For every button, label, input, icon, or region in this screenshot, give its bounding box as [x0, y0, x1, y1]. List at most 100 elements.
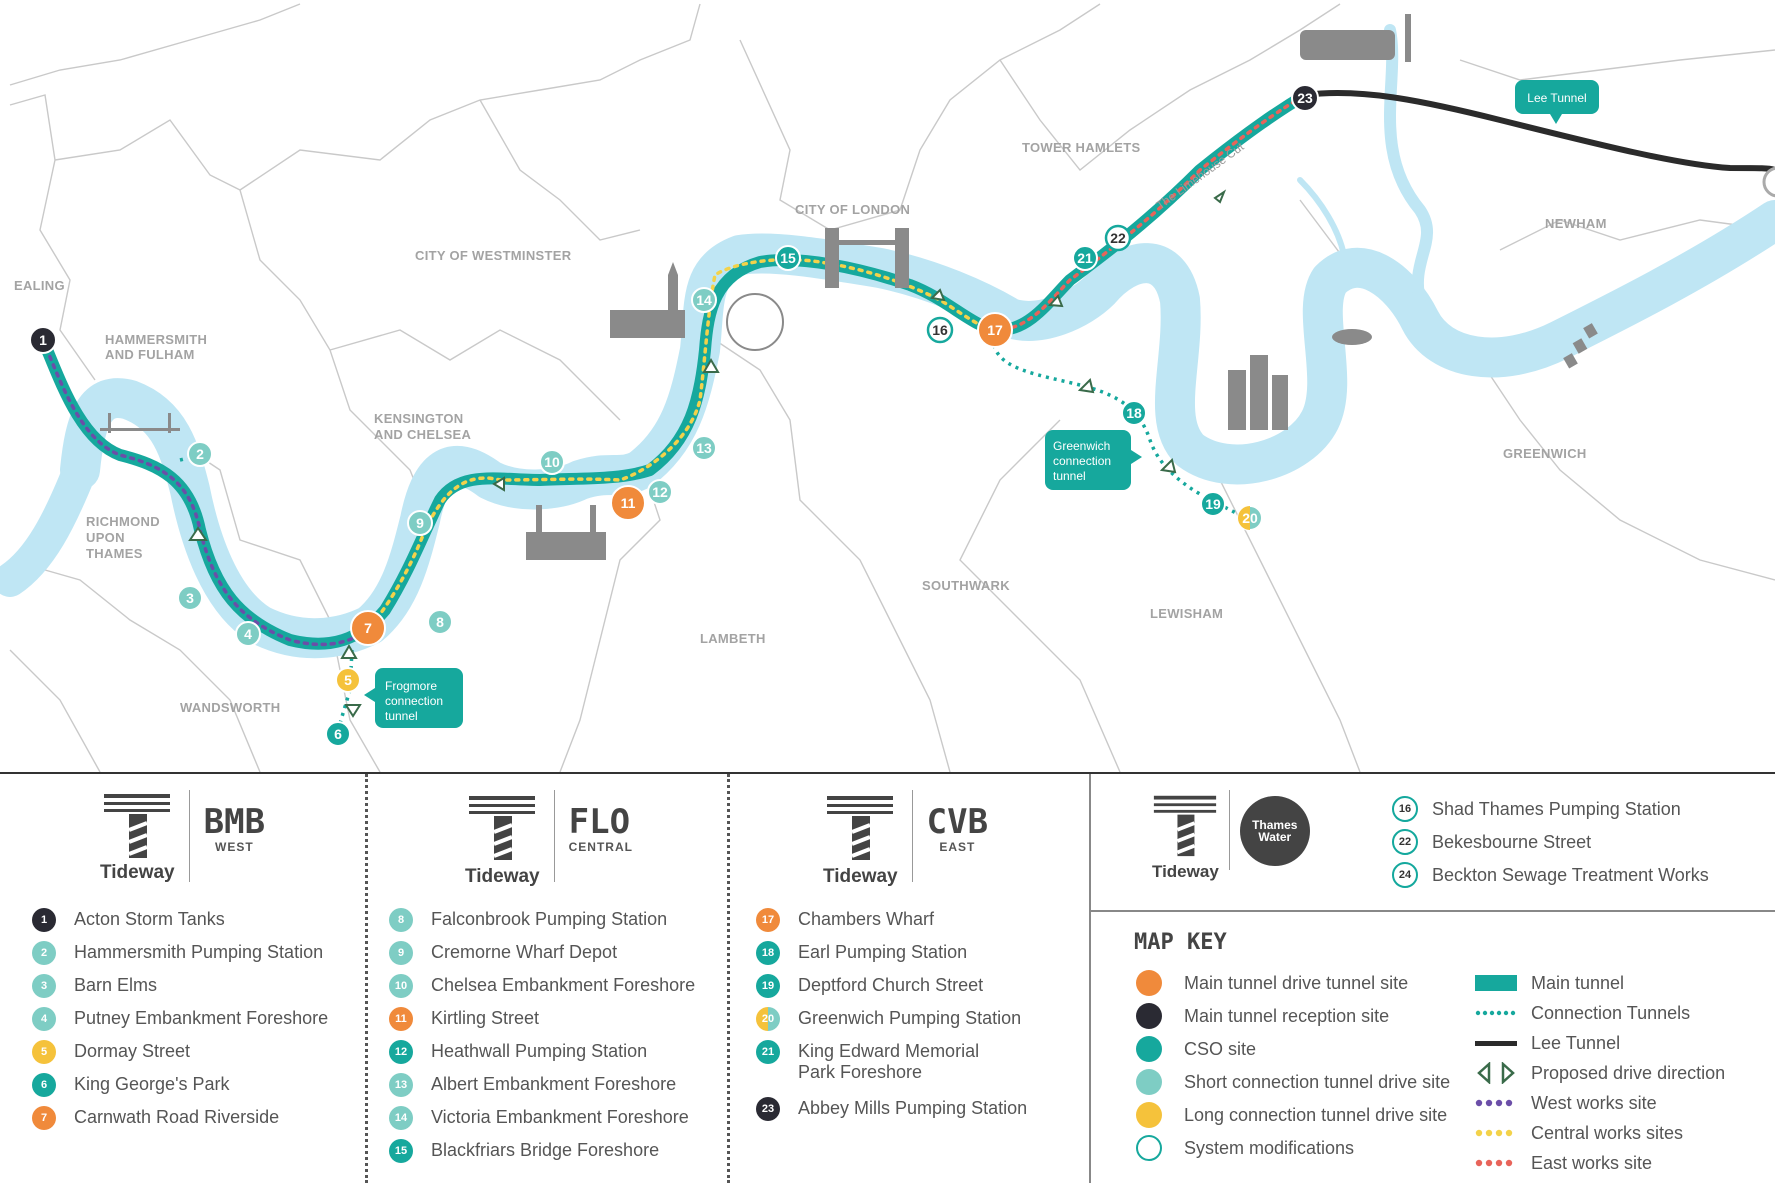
- key-short-symbol-icon: [1128, 1069, 1170, 1095]
- site-marker-circle: [350, 610, 386, 646]
- site-marker-21[interactable]: 21: [1072, 245, 1098, 271]
- london-eye-icon: [726, 293, 784, 351]
- map-key-label: Main tunnel drive tunnel site: [1184, 972, 1409, 993]
- site-marker-circle: [647, 479, 673, 505]
- site-marker-14[interactable]: 14: [691, 287, 717, 313]
- site-marker-15[interactable]: 15: [775, 245, 801, 271]
- site-name: King George's Park: [74, 1074, 230, 1094]
- map-key-item: East works site: [1475, 1150, 1652, 1176]
- site-marker-22[interactable]: 22: [1104, 224, 1132, 252]
- site-marker-half: [1238, 506, 1250, 530]
- site-marker-18[interactable]: 18: [1121, 400, 1147, 426]
- borough-label: HAMMERSMITH: [105, 332, 207, 347]
- site-marker-7[interactable]: 7: [350, 610, 386, 646]
- drive-direction-arrows: [188, 189, 1227, 718]
- site-number-badge: 22: [1392, 829, 1418, 855]
- site-name: Bekesbourne Street: [1432, 831, 1592, 852]
- site-name: Albert Embankment Foreshore: [431, 1074, 677, 1094]
- site-marker-12[interactable]: 12: [647, 479, 673, 505]
- site-marker-5[interactable]: 5: [335, 667, 361, 693]
- site-number-badge: 16: [1392, 796, 1418, 822]
- site-marker-circle: [926, 316, 954, 344]
- map-key-label: East works site: [1531, 1152, 1653, 1173]
- site-marker-11[interactable]: 11: [610, 485, 646, 521]
- tideway-logo-icon: [469, 796, 536, 860]
- site-marker-20[interactable]: 20: [1237, 505, 1263, 531]
- site-name: King Edward Memorial Park Foreshore: [798, 1041, 980, 1082]
- site-name: Chambers Wharf: [798, 909, 935, 929]
- site-marker-number: 5: [344, 672, 352, 688]
- site-name: Abbey Mills Pumping Station: [798, 1098, 1028, 1118]
- borough-label: THAMES: [86, 546, 143, 561]
- map-key-label: System modifications: [1184, 1137, 1355, 1158]
- site-marker-number: 20: [1242, 510, 1258, 526]
- map-key-label: West works site: [1531, 1092, 1657, 1113]
- site-marker-3[interactable]: 3: [177, 585, 203, 611]
- site-number-badge: 3: [32, 974, 56, 998]
- site-marker-4[interactable]: 4: [235, 621, 261, 647]
- site-marker-19[interactable]: 19: [1200, 491, 1226, 517]
- site-marker-8[interactable]: 8: [427, 609, 453, 635]
- site-list-item: 7 Carnwath Road Riverside: [32, 1106, 280, 1130]
- brand-sub-east: EAST: [939, 840, 976, 854]
- site-marker-17[interactable]: 17: [977, 312, 1013, 348]
- site-name: Kirtling Street: [431, 1008, 540, 1028]
- site-marker-circle: [1200, 491, 1226, 517]
- olympic-stadium-icon: [1300, 14, 1411, 62]
- tideway-wordmark: Tideway: [465, 866, 540, 887]
- map-key-item: Connection Tunnels: [1475, 1000, 1690, 1026]
- site-number-badge: 7: [32, 1106, 56, 1130]
- site-marker-circle: [691, 435, 717, 461]
- site-number-badge: 11: [389, 1007, 413, 1031]
- site-marker-number: 11: [621, 495, 636, 511]
- site-number-badge: 19: [756, 974, 780, 998]
- site-marker-13[interactable]: 13: [691, 435, 717, 461]
- site-marker-16[interactable]: 16: [926, 316, 954, 344]
- map-key-item: Lee Tunnel: [1475, 1030, 1620, 1056]
- site-marker-23[interactable]: 23: [1291, 84, 1319, 112]
- legend-divider-2: [727, 774, 730, 1183]
- site-marker-circle: [775, 245, 801, 271]
- site-marker-6[interactable]: 6: [325, 721, 351, 747]
- lee-tunnel-callout: Lee Tunnel: [1515, 80, 1599, 124]
- site-marker-2[interactable]: 2: [187, 441, 213, 467]
- site-marker-circle: [1121, 400, 1147, 426]
- site-marker-circle: [427, 609, 453, 635]
- site-marker-9[interactable]: 9: [407, 510, 433, 536]
- site-name: Heathwall Pumping Station: [431, 1041, 648, 1061]
- site-marker-number: 7: [364, 620, 372, 636]
- site-name: Earl Pumping Station: [798, 942, 968, 962]
- site-marker-10[interactable]: 10: [539, 449, 565, 475]
- site-name: Carnwath Road Riverside: [74, 1107, 280, 1127]
- site-marker-1[interactable]: 1: [29, 326, 57, 354]
- brand-east: Tideway CVB EAST: [823, 790, 988, 888]
- tideway-logo-icon: [827, 796, 894, 860]
- site-marker-circle: [325, 721, 351, 747]
- thames-water-wordmark: Thames Water: [1252, 818, 1298, 844]
- site-marker-number: 2: [196, 446, 204, 462]
- map-key-label: Proposed drive direction: [1531, 1062, 1726, 1083]
- borough-label: RICHMOND: [86, 514, 160, 529]
- site-number-badge: 20: [756, 1007, 780, 1031]
- greenwich-callout-line2: connection: [1053, 454, 1111, 468]
- landmark-silhouettes: [100, 14, 1598, 560]
- legend-panel: Tideway BMB WEST Tideway FLO CENTRAL: [0, 772, 1775, 1183]
- brand-partnership: Tideway Thames Water: [1152, 790, 1310, 882]
- site-name: Acton Storm Tanks: [74, 909, 225, 929]
- site-marker-number: 22: [1110, 230, 1126, 246]
- site-marker-circle: [691, 287, 717, 313]
- borough-label: EALING: [14, 278, 65, 293]
- legend-divider-4: [1090, 910, 1775, 912]
